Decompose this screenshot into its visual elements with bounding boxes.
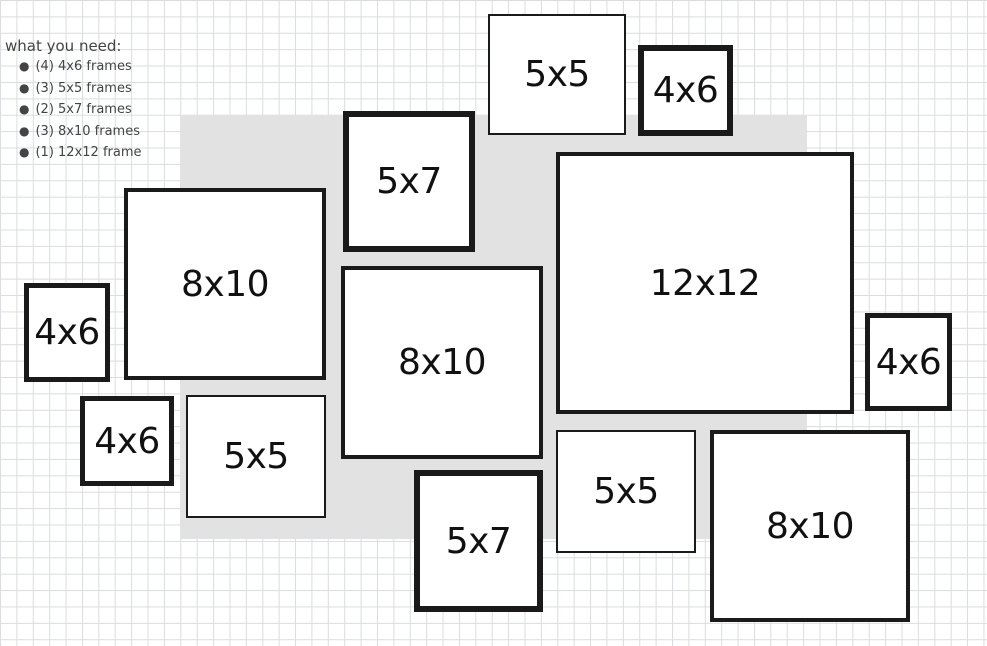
bullet-icon: ● [19,59,30,73]
frame-5x5-lower-left: 5x5 [186,395,326,518]
supply-items: ● (4) 4x6 frames ● (3) 5x5 frames ● (2) 5x7… [5,56,185,164]
bullet-icon: ● [19,145,30,159]
supply-list-title: what you need: [5,37,122,55]
frame-label: 5x5 [524,54,590,95]
list-item-text: (2) 5x7 frames [35,102,132,117]
list-item-text: (3) 5x5 frames [35,80,132,96]
frame-4x6-left: 4x6 [24,283,110,382]
list-item-text: (3) 8x10 frames [35,123,140,139]
frame-4x6-lower-left: 4x6 [80,396,174,486]
frame-label: 4x6 [34,312,100,353]
bullet-icon: ● [19,123,30,138]
frame-label: 5x7 [445,520,512,562]
list-item: ● (2) 5x7 frames [19,99,185,121]
frame-5x7-upper: 5x7 [343,111,475,252]
frame-4x6-right: 4x6 [865,313,952,411]
frame-5x5-top: 5x5 [488,14,626,135]
list-item: ● (3) 8x10 frames [19,121,185,143]
frame-label: 5x7 [376,161,442,202]
frame-5x5-lower: 5x5 [556,430,696,553]
list-item: ● (1) 12x12 frame [19,142,185,164]
frame-12x12: 12x12 [556,152,854,414]
frame-label: 8x10 [765,505,855,547]
frame-4x6-top: 4x6 [638,45,733,136]
frame-label: 5x5 [223,436,289,477]
bullet-icon: ● [19,80,30,95]
frame-label: 5x5 [593,471,659,512]
list-item: ● (4) 4x6 frames [19,56,185,78]
bullet-icon: ● [19,102,30,116]
frame-8x10-center: 8x10 [341,266,543,459]
list-item-text: (1) 12x12 frame [35,145,142,160]
frame-label: 4x6 [875,341,942,383]
frame-label: 8x10 [397,342,487,383]
supply-list: what you need: ● (4) 4x6 frames ● (3) 5x5 … [5,36,185,164]
list-item-text: (4) 4x6 frames [35,59,132,74]
frame-5x7-bottom: 5x7 [414,470,543,612]
frame-label: 4x6 [94,420,160,462]
frame-8x10-bottom-right: 8x10 [710,430,910,622]
list-item: ● (3) 5x5 frames [19,78,185,100]
frame-label: 4x6 [652,70,719,111]
frame-8x10-left: 8x10 [124,188,326,380]
frame-label: 8x10 [180,263,270,305]
frame-label: 12x12 [649,262,761,304]
